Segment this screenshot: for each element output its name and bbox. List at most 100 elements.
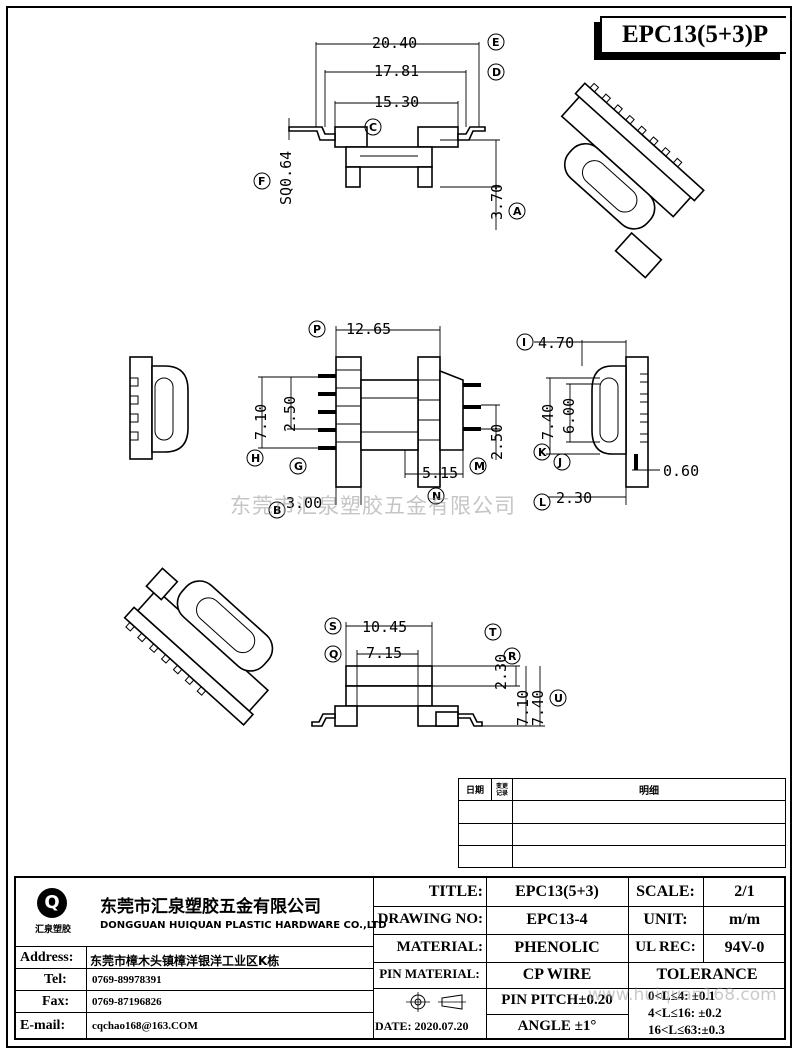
svg-text:S: S [329, 620, 337, 633]
dim-0-60: 0.60 [663, 462, 699, 480]
projection-symbol-icon [396, 992, 476, 1012]
email-value: cqchao168@163.COM [92, 1020, 198, 1032]
tolerance-row-1: 0<L≤4: ±0.1 [648, 988, 716, 1003]
dim-7-10-bottom: 7.10 [514, 690, 532, 726]
callout-A: A [508, 202, 526, 220]
part-title-box: EPC13(5+3)P [600, 16, 786, 54]
revision-change-header: 变更 记录 [491, 777, 513, 802]
dim-sq0-64: SQ0.64 [277, 151, 295, 205]
dim-20-40: 20.40 [372, 34, 417, 52]
logo-q-icon: Q [37, 888, 67, 918]
callout-E: E [487, 33, 505, 51]
unit-label: UNIT: [643, 911, 688, 928]
drawing-no-label: DRAWING NO: [377, 911, 483, 927]
callout-F: F [253, 172, 271, 190]
svg-text:L: L [539, 496, 546, 509]
watermark-url: www.huiquan168.com [588, 985, 777, 1005]
dim-17-81: 17.81 [374, 62, 419, 80]
title-label: TITLE: [428, 883, 483, 900]
pin-material-label: PIN MATERIAL: [379, 966, 480, 981]
drawing-frame [6, 6, 792, 1048]
callout-G: G [289, 457, 307, 475]
company-name-cn: 东莞市汇泉塑胶五金有限公司 [100, 897, 321, 917]
dim-3-00: 3.00 [286, 494, 322, 512]
address-value: 东莞市樟木头镇樟洋银洋工业区K栋 [90, 954, 280, 968]
tel-value: 0769-89978391 [92, 974, 162, 986]
dim-2-50-right: 2.50 [488, 424, 506, 460]
top-view-left-flange [334, 126, 368, 148]
side-view-right: 4.70 7.40 6.00 0.60 2.30 [534, 334, 699, 507]
fax-label: Fax: [42, 994, 70, 1009]
ul-rec-value: 94V-0 [724, 939, 765, 956]
callout-I: I [516, 333, 534, 351]
dim-7-10: 7.10 [252, 404, 270, 440]
company-name-en: DONGGUAN HUIQUAN PLASTIC HARDWARE CO.,LT… [100, 920, 387, 931]
top-view-right-flange [417, 126, 459, 148]
tel-label: Tel: [44, 972, 67, 987]
watermark-company: 东莞市汇泉塑胶五金有限公司 [230, 494, 516, 518]
dim-4-70: 4.70 [538, 334, 574, 352]
svg-text:N: N [432, 490, 441, 503]
top-view-bobbin-core [345, 146, 433, 168]
front-view: 12.65 2.50 7.10 2.50 5.15 3.00 [252, 320, 506, 512]
svg-text:K: K [538, 446, 547, 459]
top-view-left-pin [288, 126, 336, 141]
dim-10-45: 10.45 [362, 618, 407, 636]
callout-M: M [469, 457, 487, 475]
fax-value: 0769-87196826 [92, 996, 162, 1008]
callout-U: U [549, 689, 567, 707]
callout-B: B [268, 501, 286, 519]
tolerance-label: TOLERANCE [656, 966, 758, 983]
unit-value: m/m [728, 911, 761, 928]
bottom-view: 10.45 7.15 2.30 7.10 7.40 [311, 618, 547, 727]
top-view-right-pin [457, 126, 486, 141]
callout-P: P [308, 320, 326, 338]
material-label: MATERIAL: [396, 939, 483, 955]
scale-value: 2/1 [734, 883, 755, 900]
pin-material-value: CP WIRE [522, 966, 592, 983]
side-view-left [129, 356, 189, 460]
callout-R: R [503, 647, 521, 665]
dim-2-30: 2.30 [556, 489, 592, 507]
dim-5-15: 5.15 [422, 464, 458, 482]
scale-label: SCALE: [636, 883, 695, 900]
svg-text:G: G [294, 460, 303, 473]
svg-text:R: R [508, 650, 517, 663]
svg-text:J: J [557, 456, 562, 469]
svg-text:F: F [258, 175, 266, 188]
svg-text:Q: Q [329, 648, 338, 661]
svg-text:T: T [489, 626, 497, 639]
address-label: Address: [20, 950, 74, 965]
isometric-view-bottom [123, 567, 274, 726]
callout-C: C [364, 118, 382, 136]
title-value: EPC13(5+3) [515, 883, 599, 900]
dim-6-00: 6.00 [560, 398, 578, 434]
top-view-left-leg [345, 166, 361, 188]
revision-date-header: 日期 [458, 777, 492, 802]
dim-7-15: 7.15 [366, 644, 402, 662]
dim-15-30: 15.30 [374, 93, 419, 111]
tolerance-row-2: 4<L≤16: ±0.2 [648, 1005, 722, 1020]
revision-table: 日期 变更 记录 明细 [458, 777, 786, 869]
svg-text:H: H [251, 452, 260, 465]
svg-text:A: A [513, 205, 522, 218]
dim-7-40-bottom: 7.40 [529, 690, 547, 726]
isometric-view-top [560, 82, 705, 279]
dim-3-70: 3.70 [488, 184, 506, 220]
revision-detail-header: 明细 [512, 777, 786, 802]
callout-J: J [553, 453, 571, 471]
callout-T: T [484, 623, 502, 641]
callout-K: K [533, 443, 551, 461]
svg-text:D: D [492, 66, 501, 79]
tolerance-row-3: 16<L≤63:±0.3 [648, 1022, 725, 1037]
svg-text:U: U [554, 692, 563, 705]
dim-2-50-left: 2.50 [281, 396, 299, 432]
svg-text:P: P [313, 323, 321, 336]
dim-7-40: 7.40 [539, 404, 557, 440]
callout-N: N [427, 487, 445, 505]
callout-H: H [246, 449, 264, 467]
svg-text:E: E [492, 36, 500, 49]
svg-text:C: C [369, 121, 377, 134]
angle-tolerance: ANGLE ±1° [517, 1018, 597, 1034]
